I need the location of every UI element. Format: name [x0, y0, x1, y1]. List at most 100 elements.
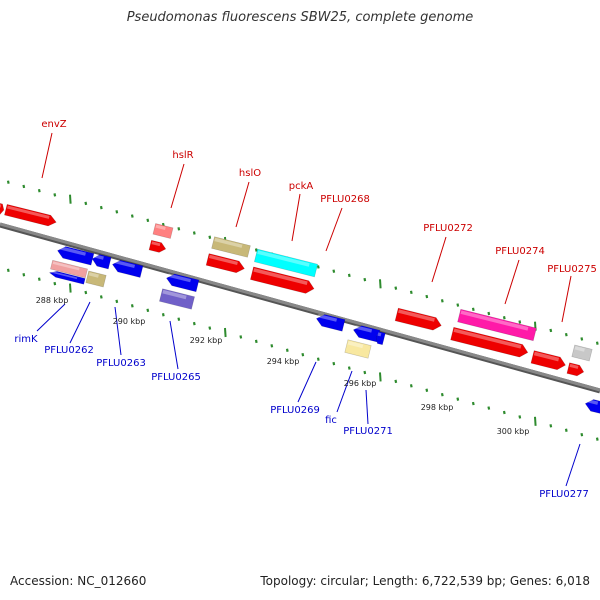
major-tick	[379, 279, 382, 289]
feature-label: PFLU0272	[423, 223, 473, 234]
minor-tick	[456, 303, 460, 307]
minor-tick	[6, 268, 10, 273]
leader-line	[41, 132, 53, 179]
minor-tick	[440, 299, 444, 303]
label-leaders	[36, 132, 581, 487]
minor-tick	[347, 366, 351, 370]
minor-tick	[347, 273, 351, 278]
minor-tick	[270, 344, 274, 348]
leader-line	[235, 181, 250, 228]
minor-tick	[394, 286, 398, 290]
minor-tick	[99, 205, 103, 210]
minor-tick	[254, 339, 258, 344]
minor-tick	[580, 337, 584, 341]
minor-tick	[146, 218, 150, 223]
minor-tick	[595, 437, 599, 441]
minor-tick	[564, 428, 568, 432]
feature-label: rimK	[14, 334, 38, 345]
leader-line	[431, 236, 447, 283]
kbp-label: 300 kbp	[497, 427, 530, 436]
gene-hslr-2	[148, 239, 167, 253]
minor-tick	[549, 328, 553, 333]
leader-line	[561, 275, 572, 323]
minor-tick	[409, 384, 413, 388]
minor-tick	[130, 304, 134, 308]
minor-tick	[161, 313, 165, 317]
major-tick	[379, 372, 382, 382]
minor-tick	[425, 388, 429, 392]
gene-rimk-blue2	[48, 270, 86, 285]
leader-line	[565, 443, 581, 487]
gene-0275-gray	[571, 344, 593, 362]
feature-label: PFLU0265	[151, 372, 201, 383]
minor-tick	[192, 231, 196, 235]
minor-tick	[22, 273, 26, 277]
minor-tick	[471, 401, 475, 406]
minor-tick	[84, 290, 88, 295]
reverse-tick-track	[6, 268, 599, 441]
minor-tick	[130, 214, 134, 218]
leader-line	[69, 301, 91, 344]
minor-tick	[254, 248, 258, 252]
map-title: Pseudomonas fluorescens SBW25, complete …	[126, 10, 474, 25]
gene-hslo-khaki	[211, 236, 251, 258]
minor-tick	[301, 353, 305, 357]
leader-line	[114, 306, 122, 356]
gene-rimk-blue	[57, 246, 95, 266]
minor-tick	[487, 311, 491, 316]
gene-0265-blue	[166, 273, 200, 293]
feature-labels: envZhslRhslOpckAPFLU0268PFLU0272PFLU0274…	[14, 119, 596, 500]
gene-0277-blue	[584, 398, 600, 415]
leader-line	[170, 163, 185, 209]
gene-pcka	[250, 266, 315, 294]
kbp-label: 296 kbp	[344, 379, 377, 388]
accession-text: Accession: NC_012660	[10, 574, 147, 588]
minor-tick	[115, 210, 119, 214]
minor-tick	[564, 332, 568, 337]
genome-backbone	[0, 222, 600, 394]
gene-0265-purple	[159, 288, 195, 310]
minor-tick	[394, 379, 398, 384]
minor-tick	[471, 307, 475, 312]
gene-hslo	[205, 253, 245, 274]
minor-tick	[84, 201, 88, 206]
minor-tick	[549, 424, 553, 428]
feature-label: PFLU0268	[320, 194, 370, 205]
minor-tick	[487, 406, 491, 410]
major-tick	[534, 416, 537, 426]
minor-tick	[115, 299, 119, 304]
gene-0263-khaki	[85, 270, 107, 288]
gene-0262-blue	[91, 254, 112, 270]
minor-tick	[409, 290, 413, 295]
minor-tick	[502, 410, 506, 415]
feature-label: hslR	[172, 150, 193, 161]
gene-hslr	[152, 223, 174, 239]
feature-label: PFLU0269	[270, 405, 320, 416]
kbp-label: 298 kbp	[421, 403, 454, 412]
minor-tick	[285, 348, 289, 352]
minor-tick	[440, 392, 444, 397]
feature-label: PFLU0262	[44, 345, 94, 356]
minor-tick	[332, 269, 336, 273]
gene-pflu0274	[450, 326, 529, 358]
feature-label: PFLU0263	[96, 358, 146, 369]
leader-line	[169, 320, 179, 370]
gene-pcka-cyan	[253, 248, 319, 278]
gene-0271-arrow	[375, 331, 386, 346]
gene-0271-blue	[352, 325, 381, 343]
minor-tick	[208, 235, 212, 239]
feature-label: PFLU0277	[539, 489, 589, 500]
kbp-label: 290 kbp	[113, 317, 146, 326]
feature-label: fic	[325, 415, 337, 426]
gene-pflu0274-mag	[457, 308, 537, 342]
minor-tick	[456, 397, 460, 401]
feature-label: PFLU0274	[495, 246, 545, 257]
minor-tick	[332, 361, 336, 366]
leader-line	[291, 193, 301, 242]
gene-0275-red	[530, 350, 566, 371]
minor-tick	[22, 184, 26, 189]
minor-tick	[192, 321, 196, 326]
minor-tick	[425, 294, 429, 299]
major-tick	[224, 327, 227, 338]
